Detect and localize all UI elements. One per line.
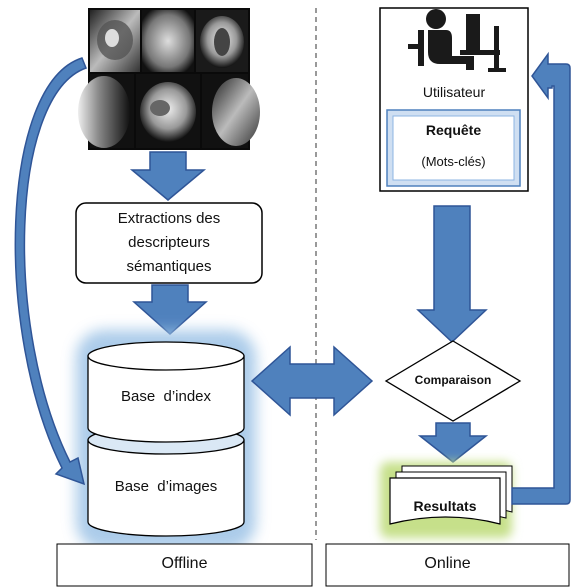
arrow-comparison-to-results (417, 422, 489, 463)
extraction-line-2: descripteurs (128, 234, 210, 251)
arrow-user-to-comparison (416, 205, 488, 344)
results-documents-icon (389, 465, 513, 525)
user-label: Utilisateur (422, 84, 486, 100)
extraction-box (75, 202, 263, 284)
offline-section-frame (56, 543, 313, 587)
arrow-extraction-to-database (132, 284, 208, 336)
online-label: Online (424, 555, 471, 572)
medical-images-collage (78, 8, 260, 150)
comparison-label: Comparaison (414, 373, 492, 387)
double-arrow-db-comparison (250, 345, 374, 417)
extraction-line-1: Extractions des (117, 210, 221, 227)
db-index-label: Base d’index (120, 388, 212, 405)
comparison-diamond (384, 340, 522, 422)
offline-label: Offline (161, 555, 208, 572)
person-at-computer-icon (408, 9, 506, 72)
db-images-label: Base d’images (114, 478, 218, 495)
arrow-results-to-user (511, 51, 571, 505)
results-label: Resultats (413, 498, 477, 514)
curved-arrow-images-to-db (14, 57, 87, 486)
extraction-label: Extractions des descripteurs sémantiques (76, 207, 262, 279)
extraction-line-3: sémantiques (126, 258, 212, 275)
online-section-frame (325, 543, 570, 587)
arrow-images-to-extraction (129, 151, 207, 201)
query-title: Requête (425, 122, 482, 138)
database-index-cylinder (87, 341, 245, 443)
query-subtitle: (Mots-clés) (421, 154, 486, 169)
query-box-inner (392, 115, 515, 181)
